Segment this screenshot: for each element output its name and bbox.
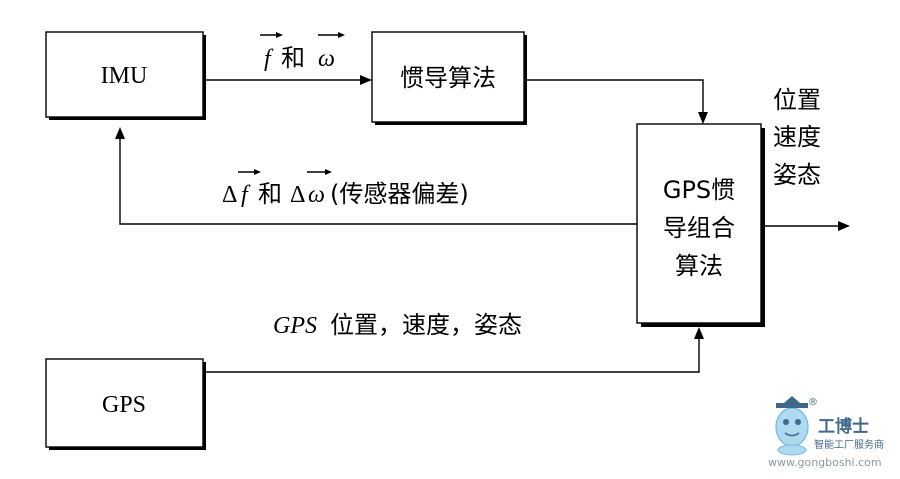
imu-label: IMU <box>101 63 148 89</box>
arrowhead-output <box>838 221 850 231</box>
watermark-brand: 工博士 <box>818 416 869 437</box>
gps-ins-label-line3: 算法 <box>675 252 723 280</box>
arrowhead-gps-to-integration <box>694 327 704 339</box>
omega-symbol: ω <box>318 46 335 72</box>
imu-block <box>45 31 204 118</box>
omega-vector-head <box>338 32 345 38</box>
imu-output-label: f 和 ω <box>260 32 345 72</box>
delta-omega-symbol: ω <box>308 182 325 208</box>
gps-ins-label-line1: GPS惯 <box>663 176 735 204</box>
gps-measurement-text: 位置，速度，姿态 <box>330 311 522 339</box>
gps-output-label: GPS 位置，速度，姿态 <box>273 311 522 339</box>
delta-symbol-1: Δ <box>222 182 237 208</box>
feedback-and-text: 和 <box>258 180 282 208</box>
delta-f-symbol: f <box>241 182 251 208</box>
f-vector-head <box>276 32 283 38</box>
mascot-icon <box>775 396 809 456</box>
output-attitude: 姿态 <box>773 161 821 189</box>
delta-omega-vector-head <box>325 169 332 175</box>
delta-f-vector-head <box>254 169 261 175</box>
sensor-bias-text: (传感器偏差) <box>330 180 469 208</box>
registered-mark: ® <box>808 397 818 408</box>
gps-ins-label-line2: 导组合 <box>663 214 735 242</box>
output-velocity: 速度 <box>773 123 821 151</box>
watermark: ® 工博士 智能工厂服务商 www.gongboshi.com <box>768 396 884 469</box>
and-text: 和 <box>281 44 305 72</box>
gps-label: GPS <box>102 392 146 418</box>
arrowhead-feedback-to-imu <box>115 127 125 139</box>
gps-ins-block <box>636 123 762 324</box>
arrow-feedback-to-imu <box>119 137 637 225</box>
output-list: 位置 速度 姿态 <box>773 86 821 189</box>
ins-algo-block <box>371 31 525 123</box>
arrowhead-ins-to-integration <box>698 112 708 124</box>
gps-prefix-text: GPS <box>273 313 317 339</box>
gps-block <box>45 358 204 448</box>
output-position: 位置 <box>773 86 821 114</box>
delta-symbol-2: Δ <box>290 182 305 208</box>
arrowhead-imu-to-ins <box>360 75 372 85</box>
f-symbol: f <box>264 46 274 72</box>
arrow-gps-to-integration <box>203 337 700 373</box>
watermark-url: www.gongboshi.com <box>768 456 882 469</box>
feedback-label: Δ f 和 Δ ω (传感器偏差) <box>222 169 469 208</box>
ins-algo-label: 惯导算法 <box>400 64 496 92</box>
watermark-tagline: 智能工厂服务商 <box>814 438 884 451</box>
arrow-ins-to-integration <box>524 79 704 114</box>
